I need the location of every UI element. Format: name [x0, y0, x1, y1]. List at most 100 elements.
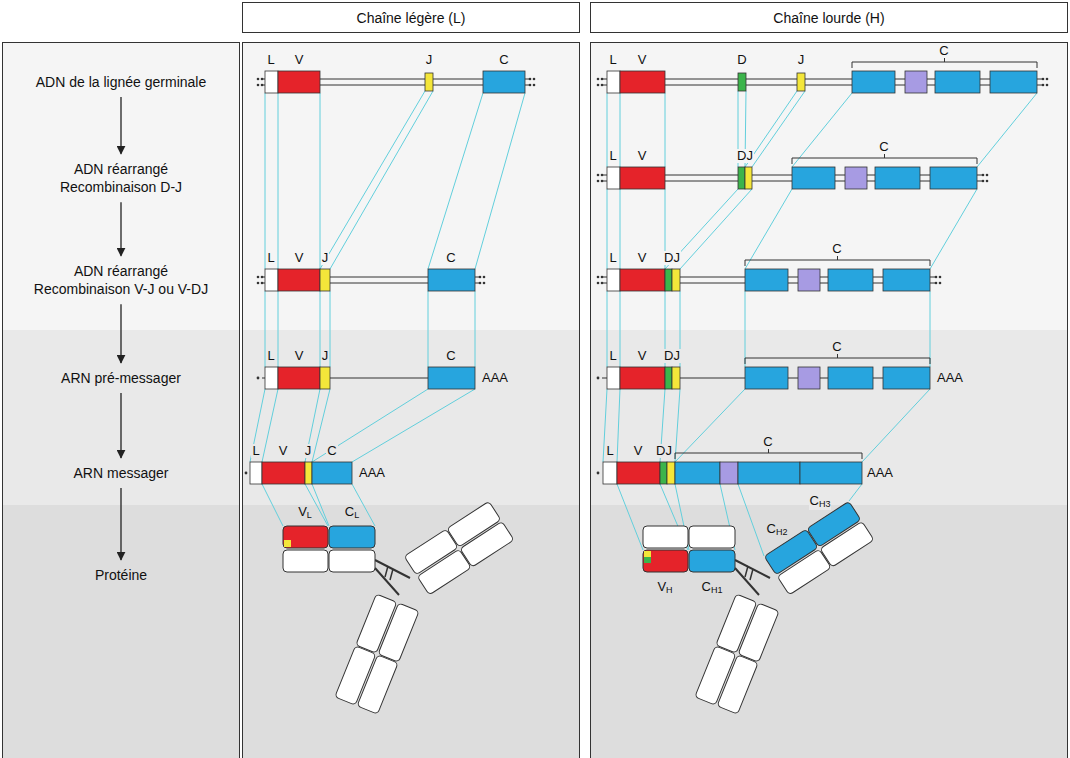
gene-segment — [905, 71, 927, 93]
continuation-dot — [483, 276, 486, 279]
guide-line — [745, 291, 746, 367]
stage-label: Protéine — [11, 564, 231, 586]
continuation-dot — [245, 472, 248, 475]
segment-label: V — [294, 251, 305, 265]
panel-band — [590, 42, 1068, 330]
gene-segment — [660, 462, 667, 484]
gene-row — [257, 71, 536, 93]
segment-label: DJ — [736, 149, 754, 163]
guide-line — [265, 291, 266, 367]
segment-label: L — [251, 444, 260, 458]
segment-label: AAA — [481, 371, 509, 385]
fab-arm — [695, 594, 779, 714]
guide-lines — [250, 91, 1037, 556]
segment-label: CH3 — [809, 494, 832, 509]
panel-band — [242, 505, 580, 758]
continuation-dot — [601, 282, 604, 285]
header-box: Chaîne lourde (H) — [590, 2, 1068, 33]
panel-frame — [3, 43, 240, 758]
gene-segment — [278, 269, 320, 291]
segment-label: C — [445, 251, 456, 265]
node-subtext: Recombinaison V-J ou V-DJ — [15, 280, 227, 298]
segment-label: J — [321, 349, 330, 363]
flow-arrow — [120, 97, 121, 154]
continuation-dot — [982, 180, 985, 183]
domain-box — [460, 521, 514, 567]
continuation-dot — [939, 282, 942, 285]
continuation-dot — [601, 78, 604, 81]
guide-line — [977, 93, 1037, 167]
guide-line — [849, 484, 862, 501]
domain-box — [356, 594, 397, 653]
stage-label: ADN de la lignée germinale — [11, 71, 231, 93]
guide-line — [620, 291, 621, 367]
gene-segment — [425, 73, 433, 91]
segment-label: V — [294, 349, 305, 363]
guide-line — [680, 189, 752, 269]
domain-box — [329, 526, 375, 548]
segment-label: CH2 — [766, 522, 789, 537]
segment-label: V — [633, 444, 644, 458]
antibody — [283, 501, 514, 714]
guide-line — [265, 93, 266, 269]
domain-box — [716, 594, 757, 653]
segment-label: J — [304, 444, 313, 458]
guide-line — [862, 389, 930, 462]
guide-line — [930, 189, 977, 269]
fc-arm — [404, 501, 514, 595]
disulfide-bond — [385, 566, 393, 580]
segment-label: J — [797, 53, 806, 67]
gene-segment — [278, 367, 320, 389]
gene-segment — [828, 269, 873, 291]
gene-segment — [828, 367, 873, 389]
segment-label: L — [608, 251, 617, 265]
guide-line — [278, 291, 279, 367]
node-subtext: Recombinaison D-J — [15, 178, 227, 196]
segment-label: CH1 — [701, 580, 724, 595]
segment-label: C — [831, 340, 842, 354]
segment-label: CL — [344, 505, 360, 520]
gene-segment — [672, 367, 680, 389]
continuation-dot — [261, 84, 264, 87]
segment-label: DJ — [655, 444, 673, 458]
antibody — [643, 501, 874, 714]
segment-label: AAA — [866, 466, 894, 480]
gene-segment — [745, 269, 788, 291]
continuation-dot — [1046, 84, 1049, 87]
guide-line — [752, 91, 805, 167]
guide-line — [792, 93, 852, 167]
segment-label: C — [762, 435, 773, 449]
gene-segment — [883, 269, 930, 291]
node-text: ADN de la lignée germinale — [15, 73, 227, 91]
gene-segment — [305, 462, 312, 484]
gene-segment — [607, 367, 620, 389]
node-text: ADN réarrangé — [15, 160, 227, 178]
domain-box — [417, 549, 471, 595]
header-box: Chaîne légère (L) — [242, 2, 580, 33]
segment-label: V — [637, 349, 648, 363]
segment-label: C — [498, 53, 509, 67]
segment-label: VL — [297, 505, 313, 520]
subscript: L — [307, 510, 312, 520]
flow-arrow — [120, 393, 121, 458]
segment-label: V — [637, 251, 648, 265]
continuation-dot — [261, 78, 264, 81]
gene-segment — [667, 462, 675, 484]
panel-band — [590, 330, 1068, 505]
flow-arrow — [120, 202, 121, 256]
gene-segment — [428, 367, 475, 389]
subscript: L — [354, 510, 359, 520]
d-region — [644, 557, 651, 563]
continuation-dot — [939, 276, 942, 279]
fc-arm — [764, 501, 874, 595]
gene-segment — [675, 462, 720, 484]
guide-line — [675, 389, 680, 462]
segment-label: D — [736, 53, 747, 67]
guide-line — [738, 484, 764, 556]
gene-segment — [428, 269, 475, 291]
gene-segment — [935, 71, 980, 93]
guide-line — [620, 93, 621, 167]
domain-box — [283, 526, 328, 548]
gene-segment — [620, 269, 665, 291]
segment-label: V — [637, 53, 648, 67]
